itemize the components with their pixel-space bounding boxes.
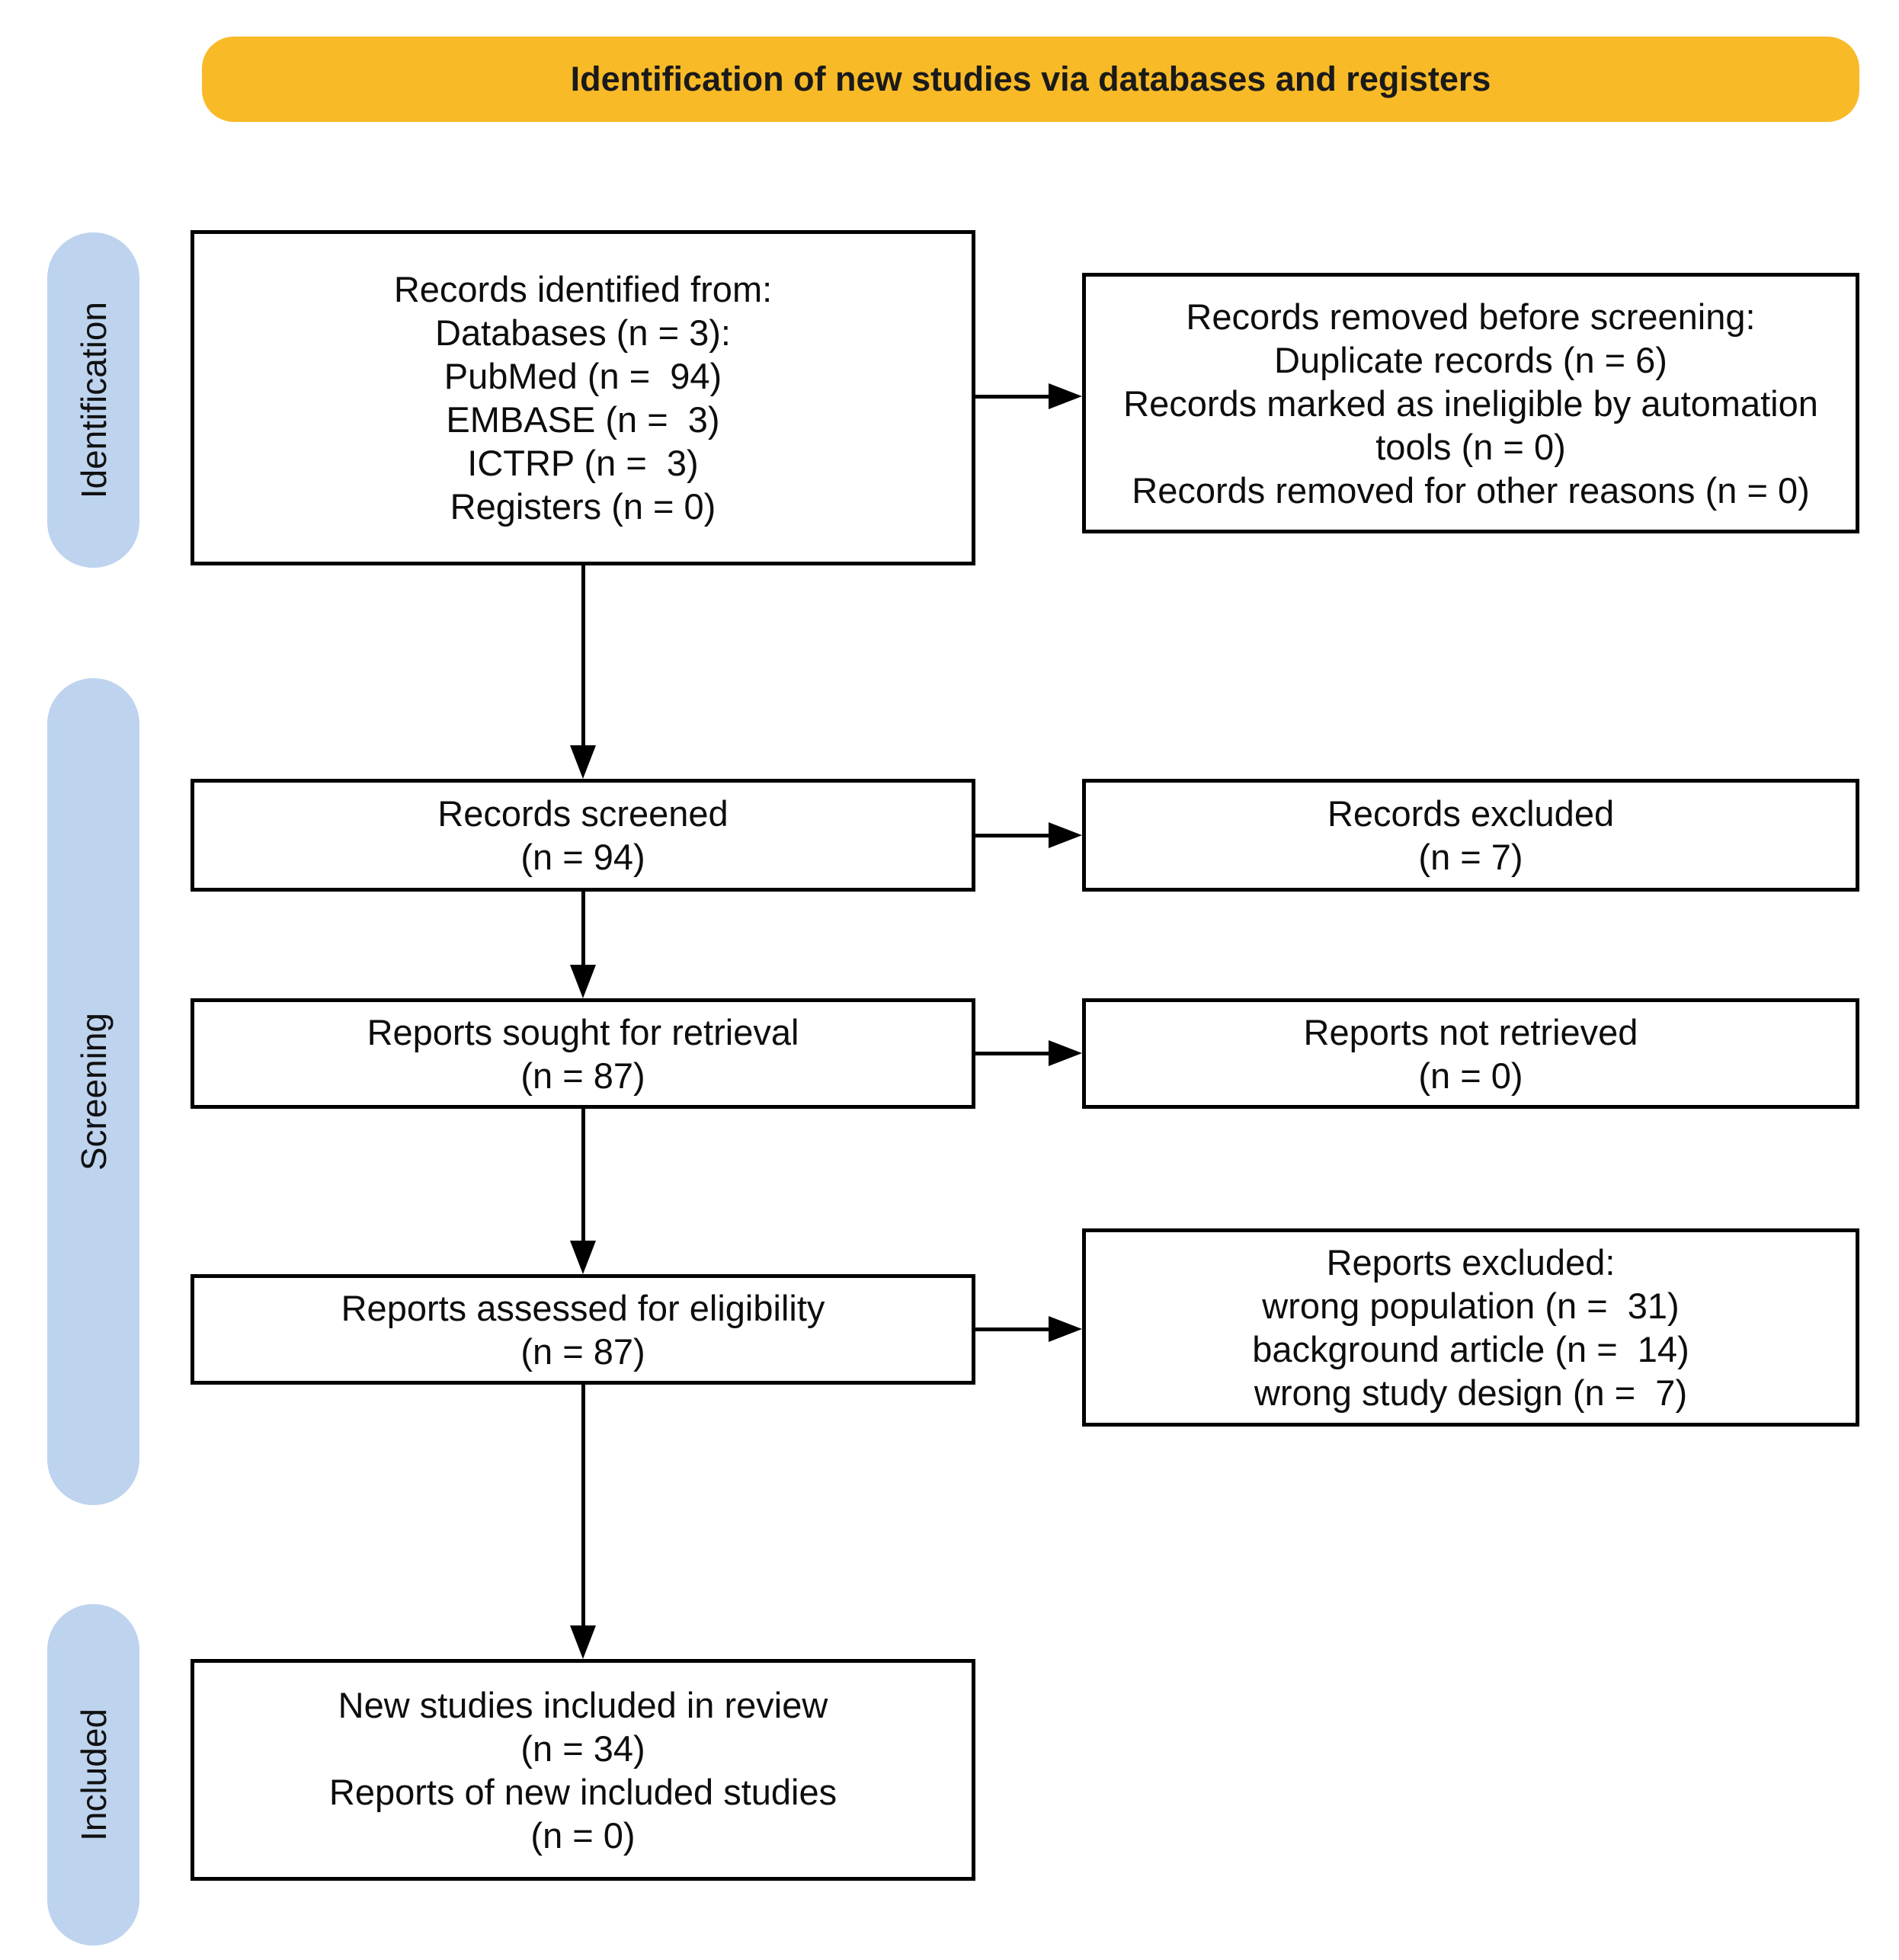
- arrow-assessed-to-included-head: [570, 1625, 596, 1659]
- arrow-sought-to-notretrieved-line: [975, 1052, 1049, 1055]
- box-reports-not-retrieved: Reports not retrieved (n = 0): [1082, 998, 1859, 1109]
- stage-pill-included: Included: [47, 1604, 139, 1946]
- box-records-screened-text: Records screened (n = 94): [437, 793, 729, 877]
- arrow-assessed-to-included-line: [581, 1385, 585, 1625]
- arrow-sought-to-assessed-line: [581, 1109, 585, 1241]
- arrow-assessed-to-reportsexcluded-head: [1049, 1316, 1082, 1342]
- box-records-screened: Records screened (n = 94): [191, 779, 975, 892]
- arrow-identified-to-screened-line: [581, 565, 585, 745]
- title-banner-label: Identification of new studies via databa…: [570, 59, 1491, 98]
- stage-pill-screening: Screening: [47, 678, 139, 1505]
- box-records-identified: Records identified from: Databases (n = …: [191, 230, 975, 565]
- box-reports-sought-text: Reports sought for retrieval (n = 87): [367, 1011, 799, 1096]
- title-banner: Identification of new studies via databa…: [202, 37, 1859, 122]
- box-reports-assessed-text: Reports assessed for eligibility (n = 87…: [341, 1287, 825, 1372]
- arrow-screened-to-sought-line: [581, 892, 585, 965]
- box-records-removed-before-screening: Records removed before screening: Duplic…: [1082, 273, 1859, 533]
- stage-pill-included-label: Included: [73, 1709, 114, 1841]
- box-reports-assessed: Reports assessed for eligibility (n = 87…: [191, 1274, 975, 1385]
- arrow-screened-to-sought-head: [570, 965, 596, 998]
- arrow-identified-to-screened-head: [570, 745, 596, 779]
- arrow-assessed-to-reportsexcluded-line: [975, 1327, 1049, 1331]
- arrow-sought-to-assessed-head: [570, 1241, 596, 1274]
- box-new-studies-included-text: New studies included in review (n = 34) …: [328, 1684, 837, 1856]
- box-reports-not-retrieved-text: Reports not retrieved (n = 0): [1303, 1011, 1638, 1096]
- arrow-screened-to-excluded-line: [975, 834, 1049, 837]
- stage-pill-identification-label: Identification: [73, 301, 114, 499]
- box-reports-sought: Reports sought for retrieval (n = 87): [191, 998, 975, 1109]
- box-reports-excluded-text: Reports excluded: wrong population (n = …: [1252, 1242, 1689, 1413]
- box-records-removed-text: Records removed before screening: Duplic…: [1123, 296, 1818, 511]
- box-records-excluded-text: Records excluded (n = 7): [1327, 793, 1615, 877]
- stage-pill-screening-label: Screening: [73, 1012, 114, 1171]
- box-records-excluded: Records excluded (n = 7): [1082, 779, 1859, 892]
- arrow-identified-to-removed-head: [1049, 383, 1082, 409]
- arrow-sought-to-notretrieved-head: [1049, 1040, 1082, 1066]
- arrow-screened-to-excluded-head: [1049, 822, 1082, 848]
- box-reports-excluded: Reports excluded: wrong population (n = …: [1082, 1228, 1859, 1427]
- arrow-identified-to-removed-line: [975, 395, 1049, 399]
- box-new-studies-included: New studies included in review (n = 34) …: [191, 1659, 975, 1881]
- box-records-identified-text: Records identified from: Databases (n = …: [393, 269, 773, 527]
- stage-pill-identification: Identification: [47, 232, 139, 568]
